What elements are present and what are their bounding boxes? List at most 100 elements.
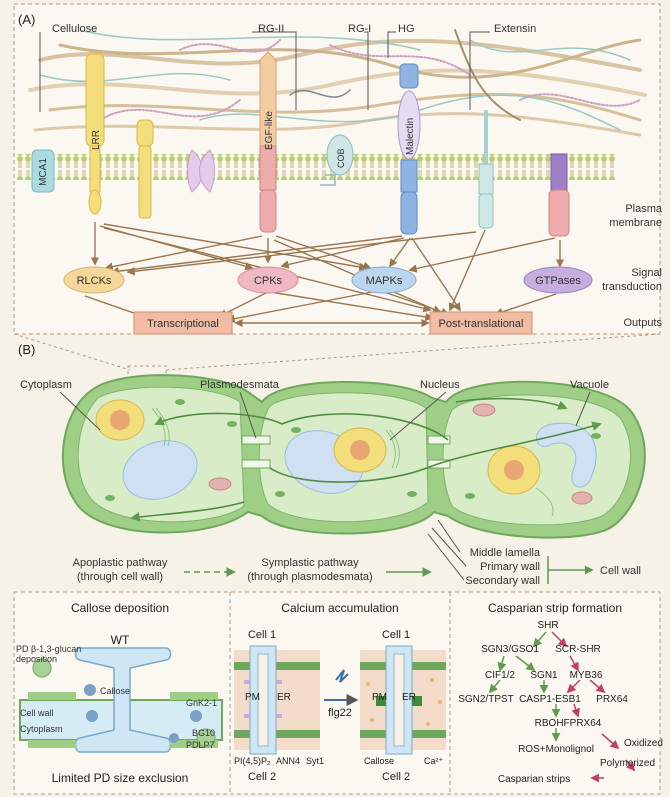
prx64-label: PRX64 (596, 694, 628, 705)
sgn3-label: SGN3/GSO1 (481, 644, 539, 655)
callose-title: Callose deposition (71, 601, 169, 615)
cell2-left-label: Cell 2 (248, 771, 276, 783)
pd-glucan-label-1: PD β-1,3-glucan (16, 644, 81, 654)
bottom-panels-frame (13, 591, 661, 795)
cytoplasm-small-label: Cytoplasm (20, 724, 63, 734)
cob-protein: COB (320, 134, 354, 186)
wall-leader-lines (39, 31, 490, 112)
sgn1-label: SGN1 (530, 670, 558, 681)
outputs-label: Outputs (623, 317, 662, 329)
egf-like-label: EGF-like (264, 111, 275, 150)
cell1-left-label: Cell 1 (248, 629, 276, 641)
pd-channel-left (234, 645, 320, 755)
cpks-label: CPKs (254, 275, 283, 287)
signal-arrows (84, 222, 565, 323)
plasma-membrane-label-1: Plasma (625, 203, 663, 215)
calcium-title: Calcium accumulation (281, 601, 398, 615)
transcriptional-label: Transcriptional (147, 318, 219, 330)
cpks-node: CPKs (237, 266, 299, 294)
extensin-label: Extensin (494, 23, 536, 35)
lrr-receptor: LRR (85, 53, 105, 215)
cell-wall-fibres (28, 29, 647, 137)
rg-i-label: RG-I (348, 23, 371, 35)
er-left-label: ER (277, 692, 291, 703)
gtpases-label: GTPases (535, 275, 581, 287)
post-translational-node: Post-translational (429, 311, 533, 335)
mapks-node: MAPKs (351, 266, 417, 294)
panel-b-leader-lines (59, 391, 591, 441)
vacuole-label: Vacuole (570, 379, 609, 391)
primary-wall-label: Primary wall (480, 561, 540, 573)
oxidized-label: Oxidized (624, 738, 663, 749)
purple-receptor (548, 153, 570, 237)
cif-label: CIF1/2 (485, 670, 515, 681)
rlcks-label: RLCKs (77, 275, 112, 287)
cob-label: COB (336, 148, 346, 168)
rlcks-node: RLCKs (63, 266, 125, 294)
scr-shr-label: SCR-SHR (555, 644, 601, 655)
panel-b-label: (B) (18, 342, 35, 357)
pm-right-label: PM (372, 692, 387, 703)
ann4-label: ANN4 (276, 756, 300, 766)
casparian-strips-label: Casparian strips (498, 774, 570, 785)
hg-label: HG (398, 23, 415, 35)
mca1-label: MCA1 (38, 158, 49, 186)
lrr-label: LRR (91, 130, 102, 150)
cell-wall-label: Cell wall (600, 565, 641, 577)
ros-monolignol-label: ROS+Monolignol (518, 744, 594, 755)
bg10-label: BG10 (192, 728, 215, 738)
casparian-arrows (488, 631, 636, 783)
plasma-membrane-label-2: membrane (609, 217, 662, 229)
cells-group (61, 374, 646, 539)
cell1-right-label: Cell 1 (382, 629, 410, 641)
plasma-membrane (15, 154, 615, 180)
mapks-label: MAPKs (366, 275, 403, 287)
wall-layer-lines (427, 519, 467, 581)
wt-label: WT (111, 633, 130, 647)
mca1-channel: MCA1 (31, 149, 55, 193)
cell2-right-label: Cell 2 (382, 771, 410, 783)
callose-label: Callose (100, 686, 130, 696)
callose-diagram (19, 647, 223, 753)
transcriptional-node: Transcriptional (133, 311, 233, 335)
syt1-label: Syt1 (306, 756, 324, 766)
symplastic-pathway-label-2: (through plasmodesmata) (247, 571, 372, 583)
malectin-receptor: Malectin (397, 63, 421, 235)
cell-wall-small-label: Cell wall (20, 708, 54, 718)
signal-transduction-label-1: Signal (631, 267, 662, 279)
post-translational-label: Post-translational (439, 318, 524, 330)
apoplastic-pathway-label-2: (through cell wall) (77, 571, 163, 583)
malectin-label: Malectin (405, 118, 416, 155)
er-right-label: ER (402, 692, 416, 703)
shr-label: SHR (537, 620, 558, 631)
symplastic-pathway-label-1: Symplastic pathway (261, 557, 359, 569)
rg-ii-label: RG-II (258, 23, 284, 35)
polymerized-label: Polymerized (600, 758, 655, 769)
casp1-label: CASP1-ESB1 (519, 694, 581, 705)
casparian-title: Casparian strip formation (488, 601, 622, 615)
pdlp7-label: PDLP7 (186, 740, 215, 750)
gnk2-1-label: GnK2-1 (186, 698, 217, 708)
cellulose-label: Cellulose (52, 23, 97, 35)
symplastic-flow-arrows (130, 397, 602, 522)
flg22-label: flg22 (328, 707, 352, 719)
cytoplasm-label: Cytoplasm (20, 379, 72, 391)
plasmodesmata-label: Plasmodesmata (200, 379, 280, 391)
rbohf-label: RBOHFPRX64 (535, 718, 602, 729)
nucleus-label: Nucleus (420, 379, 460, 391)
callose-right-label: Callose (364, 756, 394, 766)
gtpases-node: GTPases (523, 266, 593, 294)
transporter-protein (187, 149, 215, 193)
apoplastic-pathway-label-1: Apoplastic pathway (73, 557, 168, 569)
extensin-like-receptor (478, 110, 494, 229)
yellow-receptor-2 (136, 119, 154, 219)
panel-a-label: (A) (18, 12, 35, 27)
middle-lamella-label: Middle lamella (470, 547, 541, 559)
pd-glucan-label-2: deposition (16, 654, 57, 664)
flg22-signal-icon (335, 669, 349, 683)
pm-left-label: PM (245, 692, 260, 703)
myb36-label: MYB36 (570, 670, 603, 681)
pd-size-exclusion-caption: Limited PD size exclusion (52, 771, 189, 785)
ca-label: Ca²⁺ (424, 756, 444, 766)
